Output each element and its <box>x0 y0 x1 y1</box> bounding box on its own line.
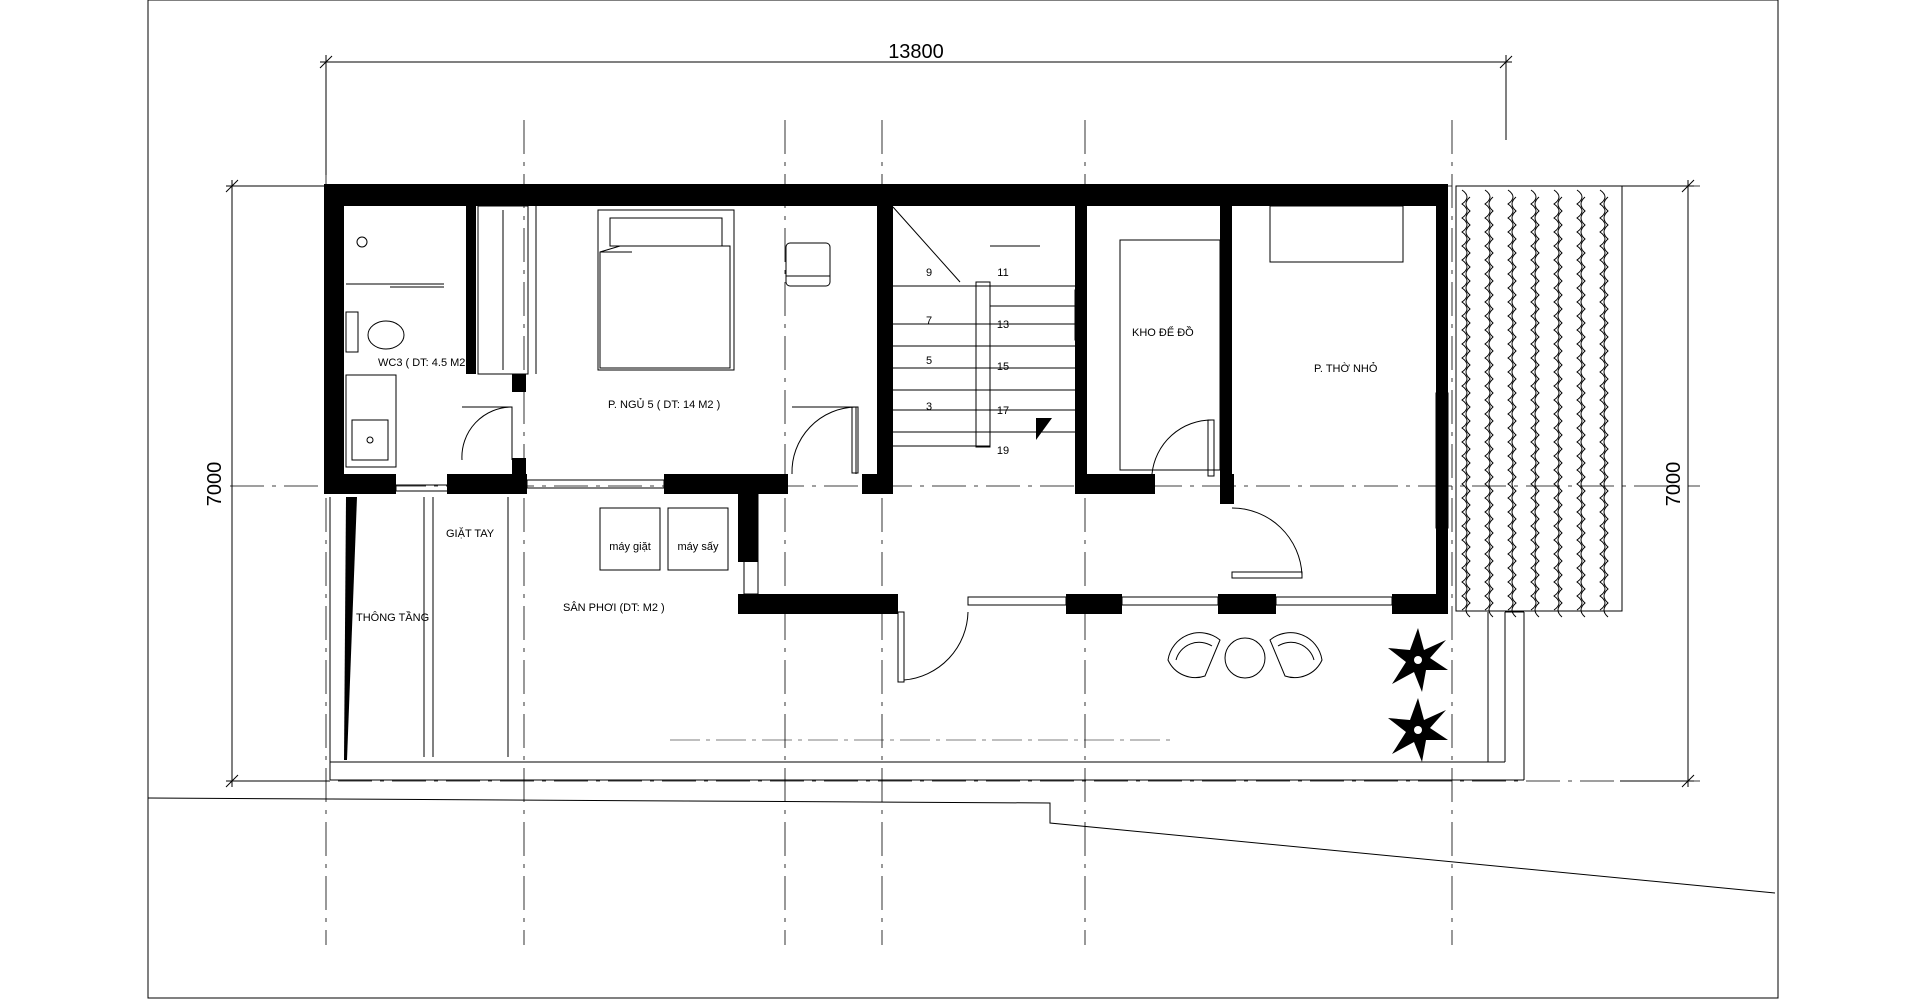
washer-label: máy giặt <box>609 541 651 553</box>
chair <box>785 242 831 287</box>
room-labels: WC3 ( DT: 4.5 M2 ) P. NGỦ 5 ( DT: 14 M2 … <box>356 326 1378 624</box>
roof-tile-pattern <box>1455 185 1623 618</box>
roof-tile-row <box>1461 189 1468 611</box>
roof-tile-row <box>1557 196 1563 618</box>
roof-tile-row <box>1488 196 1494 618</box>
step-label: 19 <box>997 445 1009 457</box>
roof-tile-row <box>1603 196 1609 618</box>
roof-tile-row <box>1553 189 1560 611</box>
washer-machine <box>599 507 661 571</box>
windows <box>395 289 1449 606</box>
lounge-chair <box>1167 632 1221 679</box>
width-dimension-label: 13800 <box>888 41 944 63</box>
step-label: 11 <box>997 267 1008 279</box>
dryer-label: máy sấy <box>678 541 719 553</box>
dimension-height-right: 7000 <box>1620 179 1695 788</box>
dimension-width: 13800 <box>319 41 1513 175</box>
step-label: 15 <box>997 361 1009 373</box>
void-edge <box>344 497 357 760</box>
bedroom-furniture <box>597 209 831 371</box>
roof-tile-row <box>1576 189 1583 611</box>
height-left-label: 7000 <box>204 462 226 507</box>
step-label: 17 <box>997 405 1009 417</box>
walls <box>324 184 1448 614</box>
storage-label: KHO ĐỂ ĐỒ <box>1132 326 1194 339</box>
roof-tile-row <box>1534 196 1540 618</box>
roof-tile-row <box>1507 189 1514 611</box>
wc3-label: WC3 ( DT: 4.5 M2 ) <box>378 357 472 369</box>
dryer-machine <box>667 507 729 571</box>
step-label: 13 <box>997 319 1009 331</box>
bed <box>597 209 735 371</box>
drying-yard-label: SÂN PHƠI (DT: M2 ) <box>563 601 665 614</box>
drawing-frame <box>147 0 1779 999</box>
void-label: THÔNG TẦNG <box>356 611 429 624</box>
roof-tile-row <box>1599 189 1606 611</box>
roof-tile-row <box>1530 189 1537 611</box>
lounge-chair <box>1269 632 1323 679</box>
roof-tile-row <box>1484 189 1491 611</box>
dimension-height-left: 7000 <box>204 179 330 788</box>
plant-icon <box>1388 698 1448 762</box>
site-boundary-line <box>147 797 1776 894</box>
step-label: 9 <box>926 267 932 279</box>
toilet-icon <box>367 320 405 350</box>
terrace-outline <box>329 497 1525 781</box>
round-table <box>1224 637 1266 679</box>
wc-fixtures <box>345 205 537 468</box>
potted-plants <box>1388 628 1448 762</box>
sink-icon <box>351 419 389 461</box>
laundry-appliances: máy giặt máy sấy <box>599 507 729 571</box>
staircase: 9 7 5 3 11 13 15 17 19 <box>892 206 1075 457</box>
bedroom5-label: P. NGỦ 5 ( DT: 14 M2 ) <box>608 398 720 411</box>
step-label: 3 <box>926 401 932 413</box>
altar-table <box>1269 205 1404 263</box>
floor-drain-icon <box>356 236 368 248</box>
roof-tile-row <box>1511 196 1517 618</box>
step-label: 7 <box>926 315 932 327</box>
height-right-label: 7000 <box>1663 462 1685 507</box>
roof-tile-row <box>1580 196 1586 618</box>
plant-icon <box>1388 628 1448 692</box>
outdoor-seating <box>1167 632 1323 679</box>
storage-shelf <box>1119 239 1221 471</box>
hand-wash-label: GIẶT TAY <box>446 527 495 540</box>
roof-tile-row <box>1465 196 1471 618</box>
doors <box>461 406 1303 683</box>
altar-room-label: P. THỜ NHỎ <box>1314 362 1378 375</box>
step-label: 5 <box>926 355 932 367</box>
